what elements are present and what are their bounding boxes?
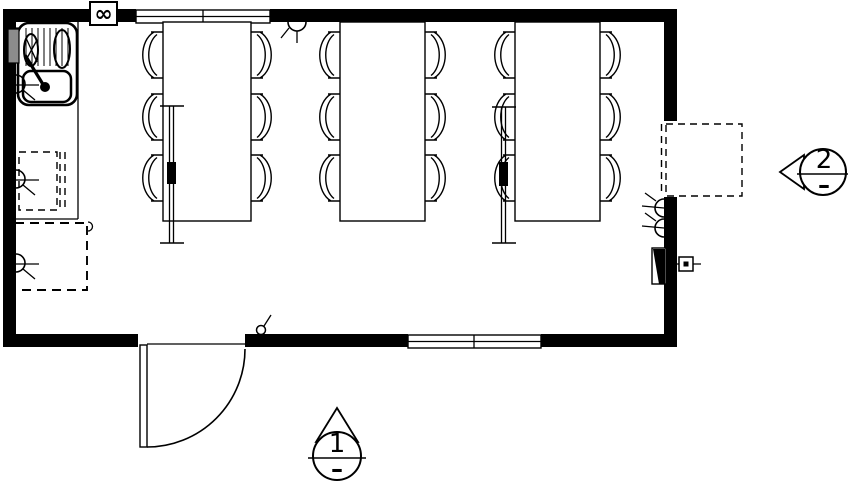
chair bbox=[600, 31, 621, 79]
undercounter-appliance-dashed bbox=[18, 151, 58, 211]
switch-symbol bbox=[255, 314, 272, 336]
chair bbox=[425, 93, 446, 141]
chair bbox=[425, 154, 446, 202]
sink-outline bbox=[16, 21, 79, 107]
window-bottom bbox=[407, 334, 542, 349]
chair bbox=[600, 154, 621, 202]
wall-segment bbox=[245, 334, 408, 347]
faucet-arm bbox=[23, 54, 46, 87]
wall-socket-symbol bbox=[15, 253, 39, 280]
section-cut-line bbox=[160, 105, 184, 244]
wall-segment bbox=[117, 9, 136, 22]
sink-unit bbox=[4, 21, 79, 107]
wall-socket-symbol bbox=[15, 74, 39, 101]
door-leaf bbox=[139, 344, 148, 448]
chair bbox=[425, 31, 446, 79]
wall-fixture-gray bbox=[7, 27, 20, 64]
wall-segment bbox=[3, 9, 91, 22]
section-marker-1-sub: – bbox=[331, 455, 343, 481]
wall-socket-symbol bbox=[641, 212, 665, 238]
floor-appliance-dashed bbox=[14, 222, 88, 291]
dining-table bbox=[514, 21, 601, 222]
vent-symbol: ∞ bbox=[89, 1, 118, 27]
chair bbox=[142, 93, 163, 141]
electrical-panel-symbol bbox=[651, 247, 667, 285]
section-cut-lines bbox=[160, 105, 516, 244]
section-marker-1: 1 – bbox=[308, 406, 366, 481]
section-marker-2-number: 2 bbox=[816, 145, 833, 175]
chair bbox=[251, 154, 272, 202]
section-marker-2: 2 – bbox=[778, 145, 848, 199]
chair bbox=[142, 31, 163, 79]
appliance-hinge-notch bbox=[87, 221, 94, 232]
wall-segment bbox=[541, 334, 677, 347]
entrance-door bbox=[139, 343, 246, 448]
wall-segment bbox=[270, 9, 677, 22]
chair bbox=[319, 93, 340, 141]
dining-table bbox=[162, 21, 252, 222]
dining-table bbox=[339, 21, 426, 222]
wall-segment bbox=[3, 9, 16, 347]
faucet-base bbox=[40, 82, 50, 92]
marker-circle bbox=[312, 431, 362, 481]
furniture bbox=[142, 21, 621, 222]
wall-socket-symbol bbox=[15, 169, 39, 196]
electrical-symbols bbox=[15, 21, 701, 336]
chair bbox=[494, 31, 515, 79]
kitchen-area bbox=[4, 21, 94, 291]
exterior-landing-dashed bbox=[660, 123, 743, 197]
vent-box bbox=[89, 1, 118, 26]
section-marker-1-number: 1 bbox=[329, 429, 346, 459]
chair bbox=[494, 93, 515, 141]
chair bbox=[494, 154, 515, 202]
wall-segment bbox=[664, 9, 677, 121]
chair bbox=[142, 154, 163, 202]
wall-socket-symbol bbox=[641, 192, 665, 218]
section-marker-2-sub: – bbox=[818, 171, 830, 199]
chair bbox=[600, 93, 621, 141]
exterior-walls bbox=[3, 9, 677, 347]
section-cut-line bbox=[492, 106, 516, 244]
window-top bbox=[135, 9, 271, 24]
chair bbox=[319, 31, 340, 79]
chair bbox=[251, 31, 272, 79]
door-swing-arc bbox=[146, 348, 246, 448]
wall-light-symbol bbox=[280, 21, 307, 43]
exterior-socket-symbol bbox=[666, 256, 701, 272]
marker-circle bbox=[799, 148, 847, 196]
wall-segment bbox=[3, 334, 138, 347]
chair bbox=[319, 154, 340, 202]
chair bbox=[251, 93, 272, 141]
vent-symbol-glyph: ∞ bbox=[94, 2, 112, 27]
dish-oval bbox=[53, 29, 71, 69]
wall-segment bbox=[664, 197, 677, 347]
